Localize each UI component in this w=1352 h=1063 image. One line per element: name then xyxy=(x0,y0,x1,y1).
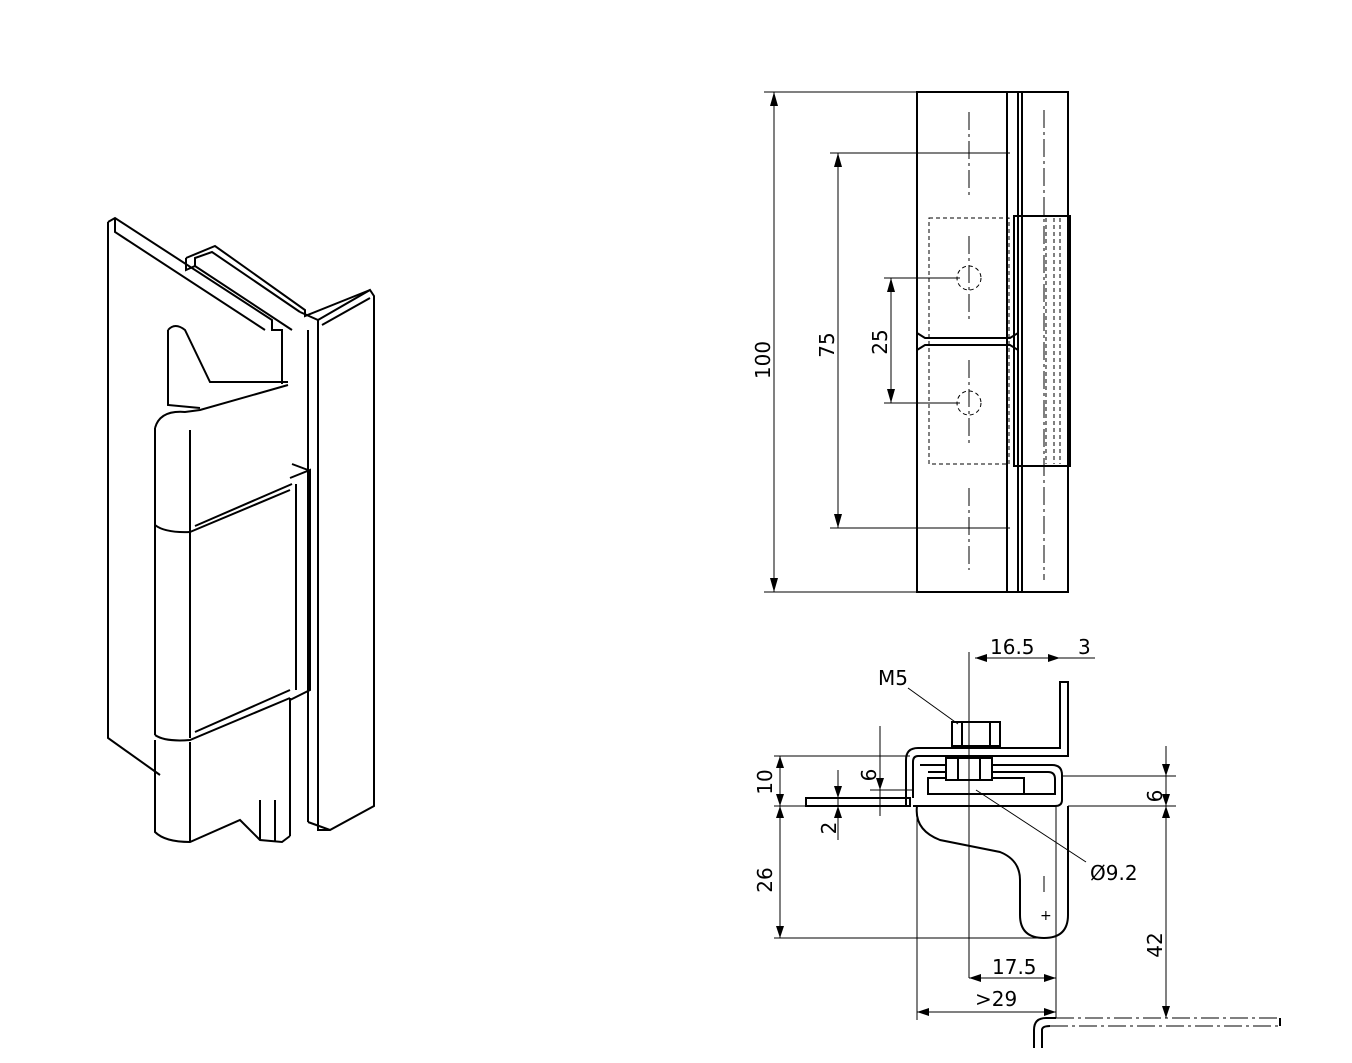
dimension-6-left: 6 xyxy=(857,769,881,782)
dimension-26: 26 xyxy=(753,867,777,892)
dimension-3: 3 xyxy=(1078,635,1091,659)
dimension-6-right: 6 xyxy=(1143,790,1167,803)
dimension-diameter: Ø9.2 xyxy=(1090,861,1138,885)
dimension-42: 42 xyxy=(1143,932,1167,957)
dimension-25: 25 xyxy=(868,329,892,354)
dimension-75: 75 xyxy=(815,332,839,357)
dimension-29: >29 xyxy=(975,987,1017,1011)
dimension-100: 100 xyxy=(751,341,775,379)
front-view: 100 75 25 xyxy=(751,91,1071,593)
dimension-10: 10 xyxy=(753,769,777,794)
svg-text:+: + xyxy=(1040,908,1052,924)
dimension-thread: M5 xyxy=(878,666,908,690)
dimension-17-5: 17.5 xyxy=(992,955,1037,979)
isometric-hinge-view xyxy=(107,216,375,844)
section-view: + Ø9.2 M5 16.5 3 10 6 2 6 xyxy=(753,635,1281,1048)
dimension-2: 2 xyxy=(817,822,841,835)
dimension-16-5: 16.5 xyxy=(990,635,1035,659)
